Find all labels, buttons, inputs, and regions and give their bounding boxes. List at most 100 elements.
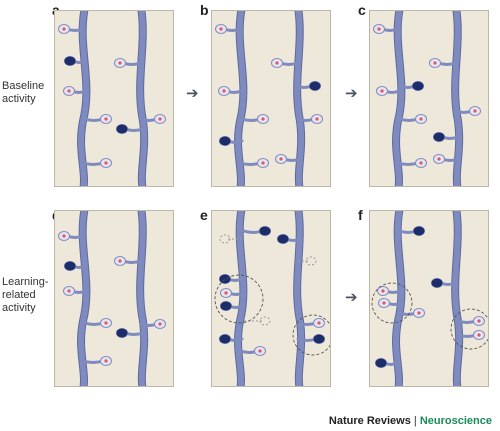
synapse-dot [419,161,423,165]
dendritic-spine [396,158,427,168]
active-spine-head [309,81,321,91]
dendritic-spine [375,358,400,368]
learning-label: Learning- related activity [2,276,49,314]
synapse-dot [118,259,122,263]
dendritic-spine [398,226,425,236]
dendritic-spine [398,114,427,124]
synapse-dot [62,27,66,31]
synapse-dot [104,161,108,165]
dendritic-spine [376,86,401,96]
dendritic-spine [64,56,87,66]
spine-cluster-circle [450,308,488,350]
dendritic-spine [139,114,166,124]
dendritic-spine [215,24,242,34]
panel-d-svg [58,211,166,386]
synapse-dot [258,349,262,353]
dendritic-spine [116,124,145,134]
arrow-b-to-c: ➔ [345,85,358,102]
dendritic-spine [271,58,300,68]
dendritic-spine [63,286,88,296]
dendritic-spine [456,330,485,340]
dendritic-spine [275,154,302,164]
synapse-dot [158,117,162,121]
panel-letter-b: b [200,2,209,18]
dendritic-spine [114,58,143,68]
dendritic-spine [81,158,112,168]
spine-cluster-circle [292,314,330,356]
active-spine-head [219,334,231,344]
panel-b [211,10,331,187]
dendritic-spine [83,114,112,124]
active-spine-head [433,132,445,142]
synapse-dot [315,117,319,121]
synapse-dot [437,157,441,161]
spine-cluster-circle [371,282,413,324]
dendritic-spine [377,286,402,296]
arrow-a-to-b: ➔ [186,85,199,102]
eliminated-spine-head [259,316,271,326]
synapse-dot [104,117,108,121]
credit-field: Neuroscience [419,415,492,427]
dendrite-right [137,211,148,386]
dendrite-left [393,11,405,186]
panel-e-svg [214,211,330,386]
dendritic-spine [456,316,485,326]
synapse-dot [473,109,477,113]
dendritic-spine [454,106,481,116]
panel-letter-e: e [200,207,208,223]
active-spine-head [116,328,128,338]
arrow-e-to-f: ➔ [345,289,358,306]
synapse-dot [67,289,71,293]
dendritic-spine [433,132,460,142]
panel-a [54,10,174,187]
eliminated-spine-head [219,234,231,244]
active-spine-head [64,261,76,271]
synapse-dot [317,321,321,325]
synapse-dot [279,157,283,161]
dendritic-spine [139,319,166,329]
synapse-dot [417,311,421,315]
synapse-dot [275,61,279,65]
dendritic-spine [219,334,244,344]
active-spine-head [413,226,425,236]
synapse-dot [382,301,386,305]
panel-d [54,210,174,387]
dendritic-spine [64,261,87,271]
dendrite-left [78,11,90,186]
synapse-dot [219,27,223,31]
panel-f-svg [371,211,488,386]
panel-c-svg [373,11,481,186]
synapse-dot [118,61,122,65]
active-spine-head [220,301,232,311]
active-spine-head [116,124,128,134]
spine-neck [81,161,105,166]
dendritic-spine [219,136,244,146]
dendritic-spine [83,318,112,328]
dendritic-spine [240,114,269,124]
dendritic-spine [63,86,88,96]
active-spine-head [277,234,289,244]
spine-neck [238,161,262,166]
synapse-dot [67,89,71,93]
active-spine-head [313,334,325,344]
dendritic-spine [433,154,460,164]
dendritic-spine [58,231,85,241]
synapse-dot [158,322,162,326]
dendrite-left [393,211,405,386]
synapse-dot [433,61,437,65]
dendritic-spine [296,318,325,328]
panel-f [369,210,489,387]
dendritic-spine [296,334,325,344]
synapse-dot [261,161,265,165]
dendritic-spine [378,298,403,308]
dendrite-right [452,11,463,186]
spine-neck [81,359,105,364]
spine-neck [396,161,420,166]
credit-separator: | [413,415,417,427]
dendritic-spine [294,81,321,91]
dendritic-spine [218,86,243,96]
active-spine-head [431,278,443,288]
synapse-dot [222,89,226,93]
active-spine-head [64,56,76,66]
synapse-dot [224,291,228,295]
